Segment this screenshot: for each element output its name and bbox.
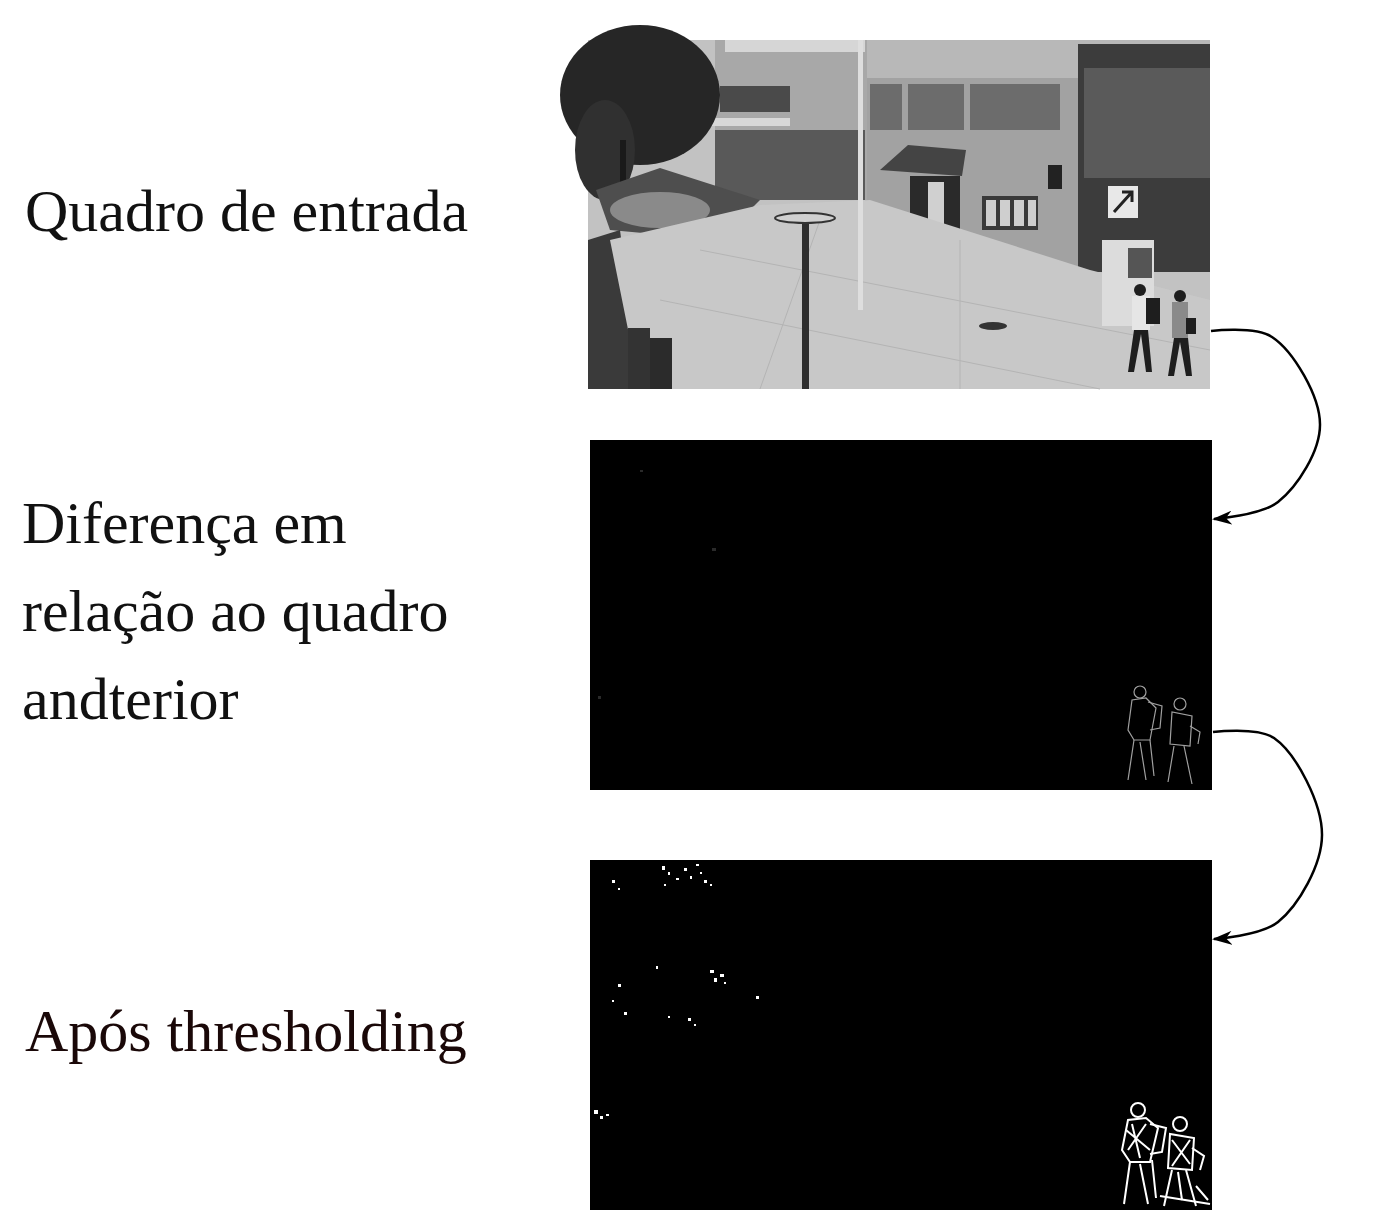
panel-label: Diferença em relação ao quadro andterior: [22, 479, 492, 743]
panel-label: Quadro de entrada: [25, 167, 495, 255]
image-panel: Quadro de entrada: [588, 40, 1210, 389]
image-panel: Diferença em relação ao quadro andterior: [590, 440, 1212, 790]
curved-arrow: [1211, 330, 1320, 519]
input-frame-photo: [560, 25, 1210, 389]
image-panel: Após thresholding: [590, 860, 1212, 1210]
panel-label: Após thresholding: [25, 987, 495, 1075]
difference-frame: [590, 440, 1212, 790]
threshold-frame: [590, 860, 1212, 1210]
curved-arrow: [1213, 731, 1322, 939]
